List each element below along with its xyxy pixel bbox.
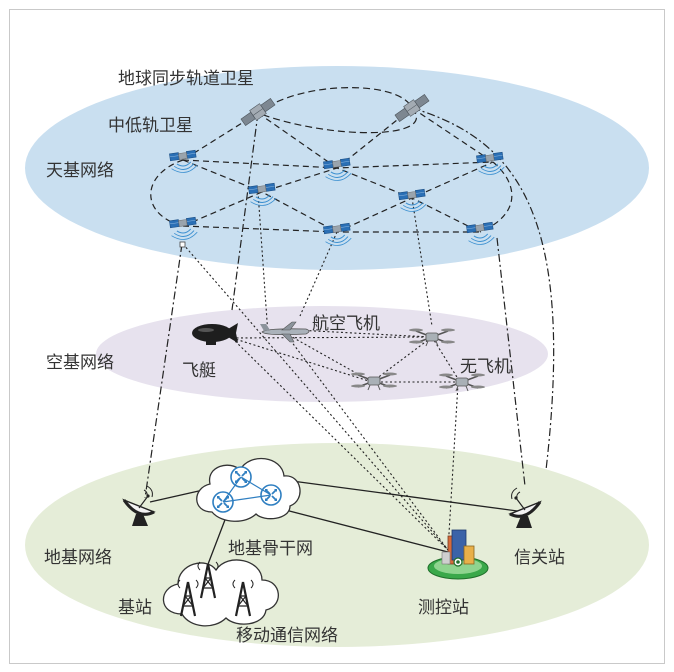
airship [192,323,238,345]
label-geo-satellite: 地球同步轨道卫星 [118,69,254,89]
label-gateway-station: 信关站 [514,548,565,568]
label-aviation-aircraft: 航空飞机 [312,314,380,334]
label-air-network: 空基网络 [46,353,114,373]
link-endpoint-marker [179,241,186,248]
label-ground-backbone: 地基骨干网 [228,539,313,559]
tt-station [427,529,489,580]
label-drone: 无飞机 [460,357,511,377]
label-leo-satellite: 中低轨卫星 [108,116,193,136]
label-tt-station: 测控站 [418,598,469,618]
label-airship: 飞艇 [182,361,216,381]
label-base-station: 基站 [118,598,152,618]
label-mobile-network: 移动通信网络 [236,626,338,646]
label-ground-network: 地基网络 [44,548,112,568]
label-space-network: 天基网络 [46,161,114,181]
aviation-aircraft [260,321,310,343]
diagram-frame [9,9,665,664]
